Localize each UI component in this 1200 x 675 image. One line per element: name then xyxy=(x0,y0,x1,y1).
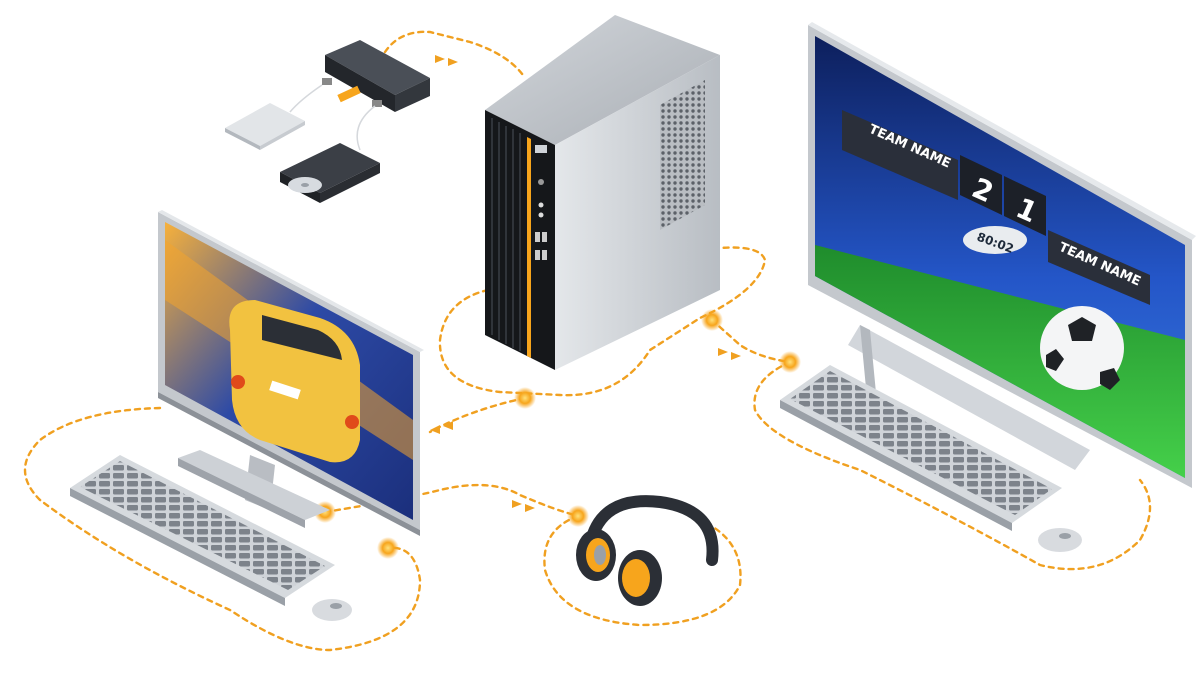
connection-headphones-loop xyxy=(543,514,742,627)
led-indicator xyxy=(538,179,544,185)
connection-tower-right-monitor xyxy=(710,318,792,364)
usb-port xyxy=(535,232,540,242)
arrow-icon xyxy=(718,348,728,356)
usb-hub-icon xyxy=(322,40,430,112)
vent-grille xyxy=(660,80,705,230)
right-keyboard-icon xyxy=(780,365,1062,531)
arrow-icon xyxy=(435,55,445,63)
arrow-icon xyxy=(525,504,535,512)
monitor-stand xyxy=(848,325,1090,470)
left-mouse-icon xyxy=(312,599,352,621)
node-glow xyxy=(514,387,536,409)
audio-port xyxy=(538,202,544,208)
usb-port xyxy=(542,250,547,260)
external-drive-icon xyxy=(225,103,305,150)
connection-right-loop xyxy=(753,360,1152,571)
arrow-icon xyxy=(512,500,522,508)
connection-hub-tower xyxy=(383,30,527,80)
node-glow xyxy=(567,505,589,527)
optical-drive-icon xyxy=(280,143,380,203)
audio-port xyxy=(538,212,544,218)
arrow-icon xyxy=(430,425,440,434)
headphones-icon xyxy=(576,495,719,606)
desktop-tower-icon xyxy=(485,15,720,370)
arrow-icon xyxy=(443,421,453,430)
soccer-ball-icon xyxy=(1040,306,1124,390)
right-monitor-icon xyxy=(808,22,1196,488)
left-keyboard-icon xyxy=(70,455,335,606)
sports-car-icon xyxy=(229,300,360,463)
right-mouse-icon xyxy=(1038,528,1082,552)
node-glow xyxy=(701,309,723,331)
scoreboard xyxy=(842,110,1150,305)
power-button xyxy=(535,145,547,153)
connection-tower-left-monitor xyxy=(428,396,527,434)
direction-arrows xyxy=(430,55,741,512)
connection-tower-loop xyxy=(438,246,767,397)
usb-port xyxy=(535,250,540,260)
node-glow xyxy=(377,537,399,559)
connection-left-loop xyxy=(23,406,422,652)
cable xyxy=(356,105,376,151)
usb-port xyxy=(542,232,547,242)
cable xyxy=(289,84,323,113)
connection-nodes xyxy=(314,309,801,559)
left-monitor-icon xyxy=(158,210,424,536)
node-glow xyxy=(779,351,801,373)
arrow-icon xyxy=(731,352,741,360)
arrow-icon xyxy=(448,58,458,66)
